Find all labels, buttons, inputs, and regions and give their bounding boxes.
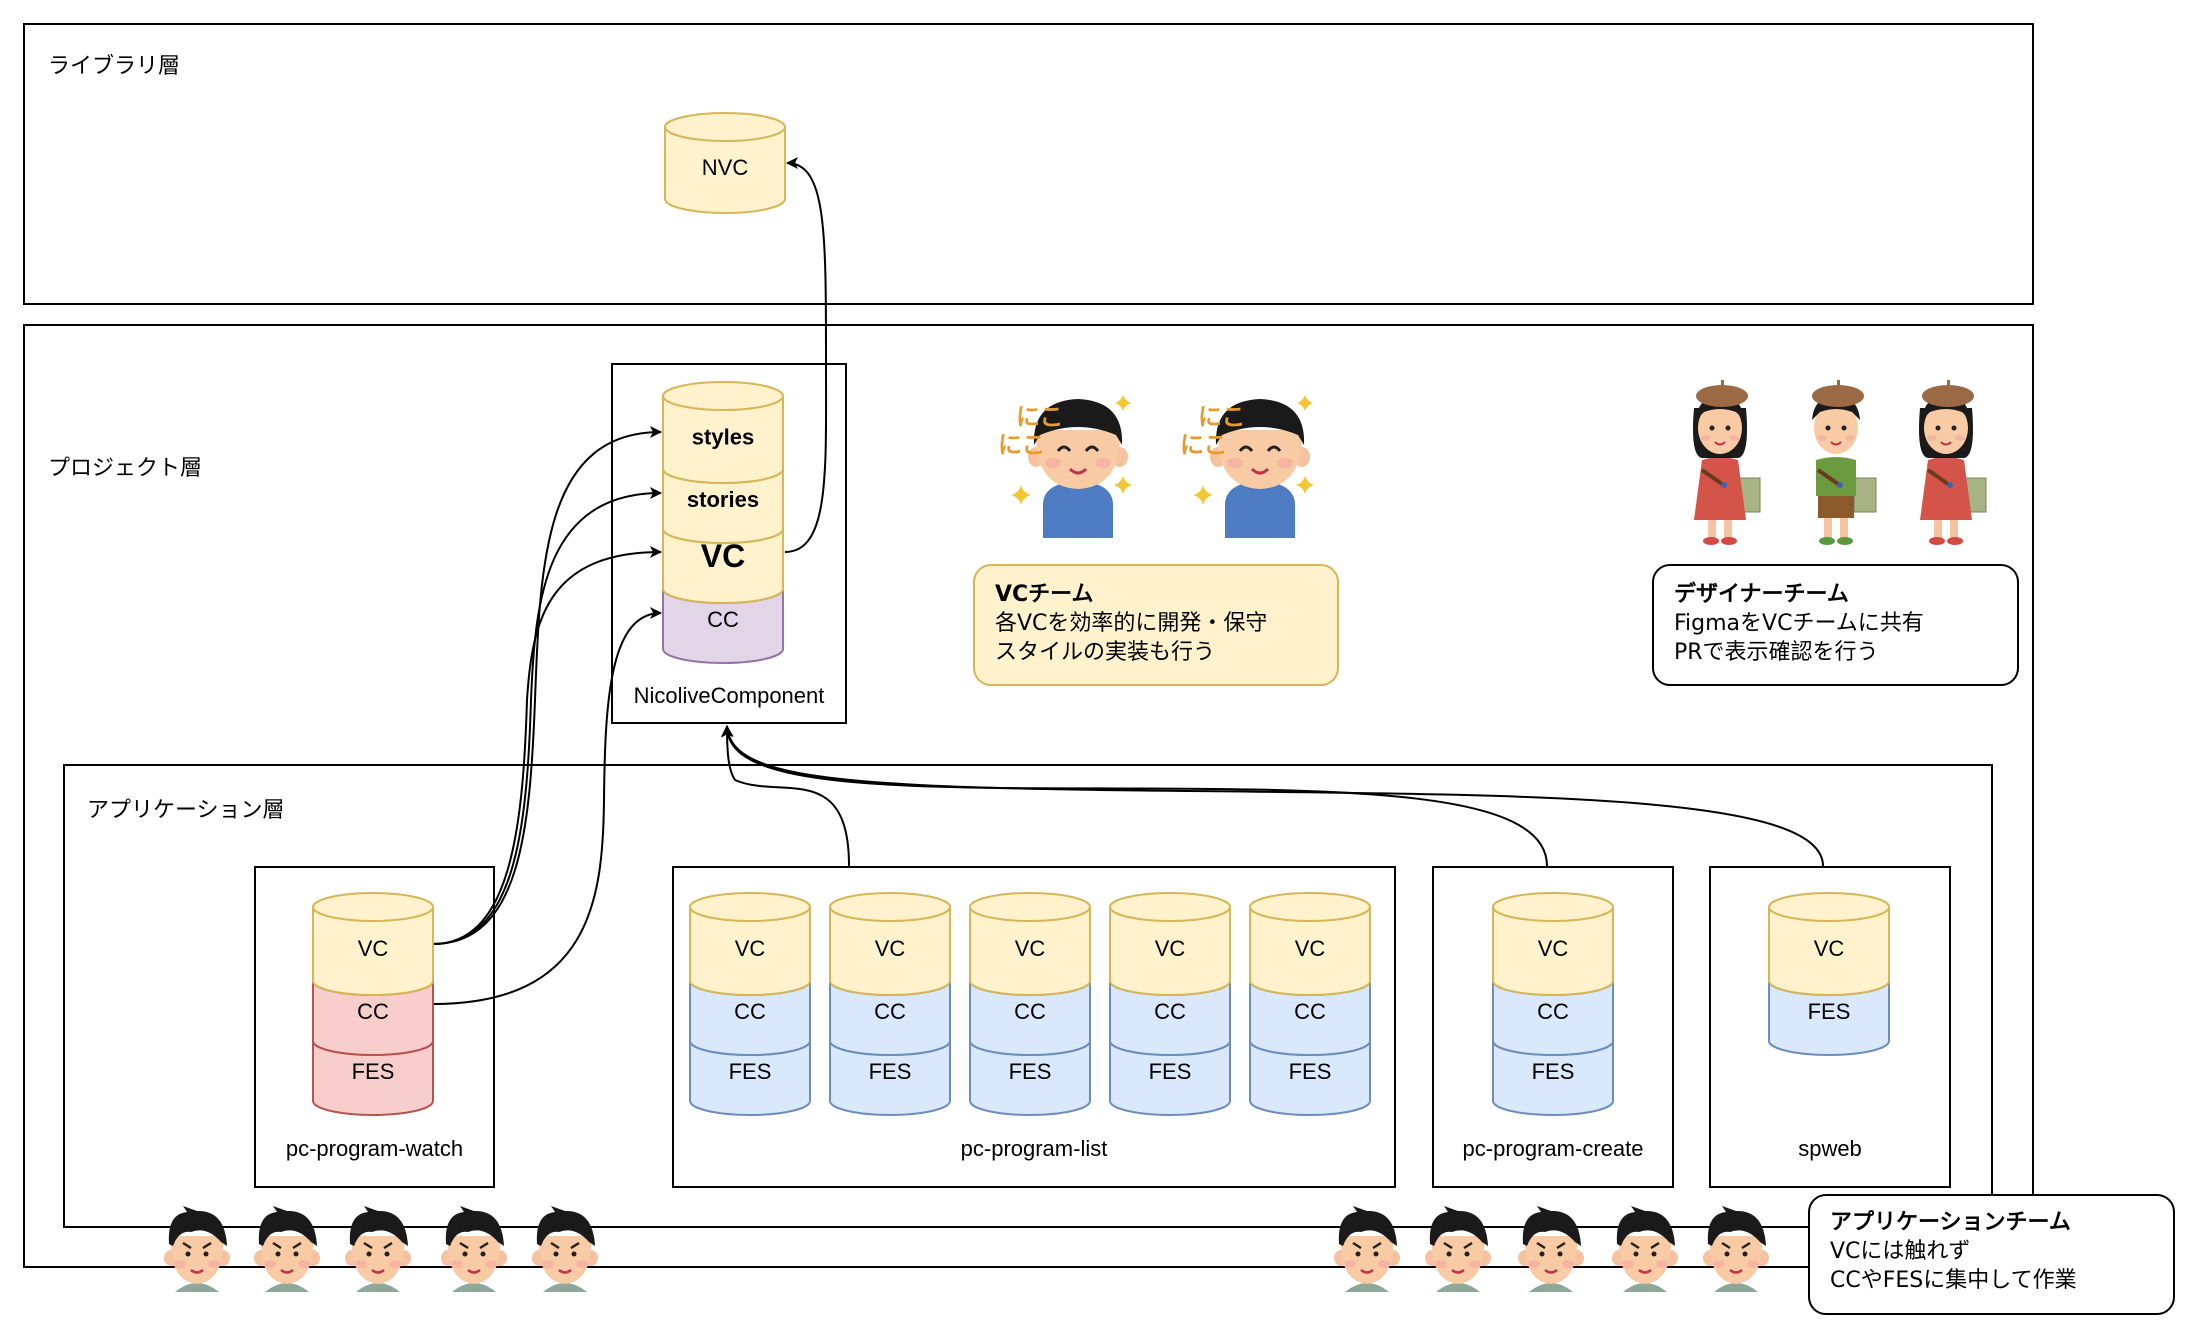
application-team-note: アプリケーションチーム VCには触れず CCやFESに集中して作業 [1808, 1194, 2175, 1315]
designer-team-note: デザイナーチーム FigmaをVCチームに共有 PRで表示確認を行う [1652, 564, 2019, 686]
vc-team-line: 各VCを効率的に開発・保守 [995, 611, 1268, 636]
app-name-label: pc-program-create [1462, 1136, 1644, 1161]
application-team-line: CCやFESに集中して作業 [1830, 1268, 2077, 1293]
library-layer [23, 23, 2034, 305]
app-box-pc-program-watch[interactable]: pc-program-watch [254, 866, 495, 1188]
library-layer-label: ライブラリ層 [48, 54, 181, 79]
app-box-pc-program-create[interactable]: pc-program-create [1432, 866, 1674, 1188]
project-layer [23, 324, 2034, 1268]
application-layer-label: アプリケーション層 [87, 798, 285, 823]
nicolive-component-label: NicoliveComponent [633, 683, 825, 708]
designer-team-line: PRで表示確認を行う [1674, 640, 1879, 665]
app-name-label: pc-program-watch [285, 1136, 464, 1161]
app-name-label: spweb [1798, 1136, 1862, 1161]
project-layer-label: プロジェクト層 [48, 456, 203, 481]
designer-team-line: FigmaをVCチームに共有 [1674, 611, 1924, 636]
nicolive-component-box[interactable]: NicoliveComponent [611, 363, 847, 724]
app-box-pc-program-list[interactable]: pc-program-list [672, 866, 1396, 1188]
designer-team-title: デザイナーチーム [1674, 582, 1849, 607]
application-team-title: アプリケーションチーム [1830, 1210, 2071, 1235]
app-name-label: pc-program-list [960, 1136, 1108, 1161]
vc-team-line: スタイルの実装も行う [995, 640, 1216, 665]
vc-team-note: VCチーム 各VCを効率的に開発・保守 スタイルの実装も行う [973, 564, 1339, 686]
app-box-spweb[interactable]: spweb [1709, 866, 1951, 1188]
vc-team-title: VCチーム [995, 582, 1094, 607]
application-team-line: VCには触れず [1830, 1239, 1971, 1264]
